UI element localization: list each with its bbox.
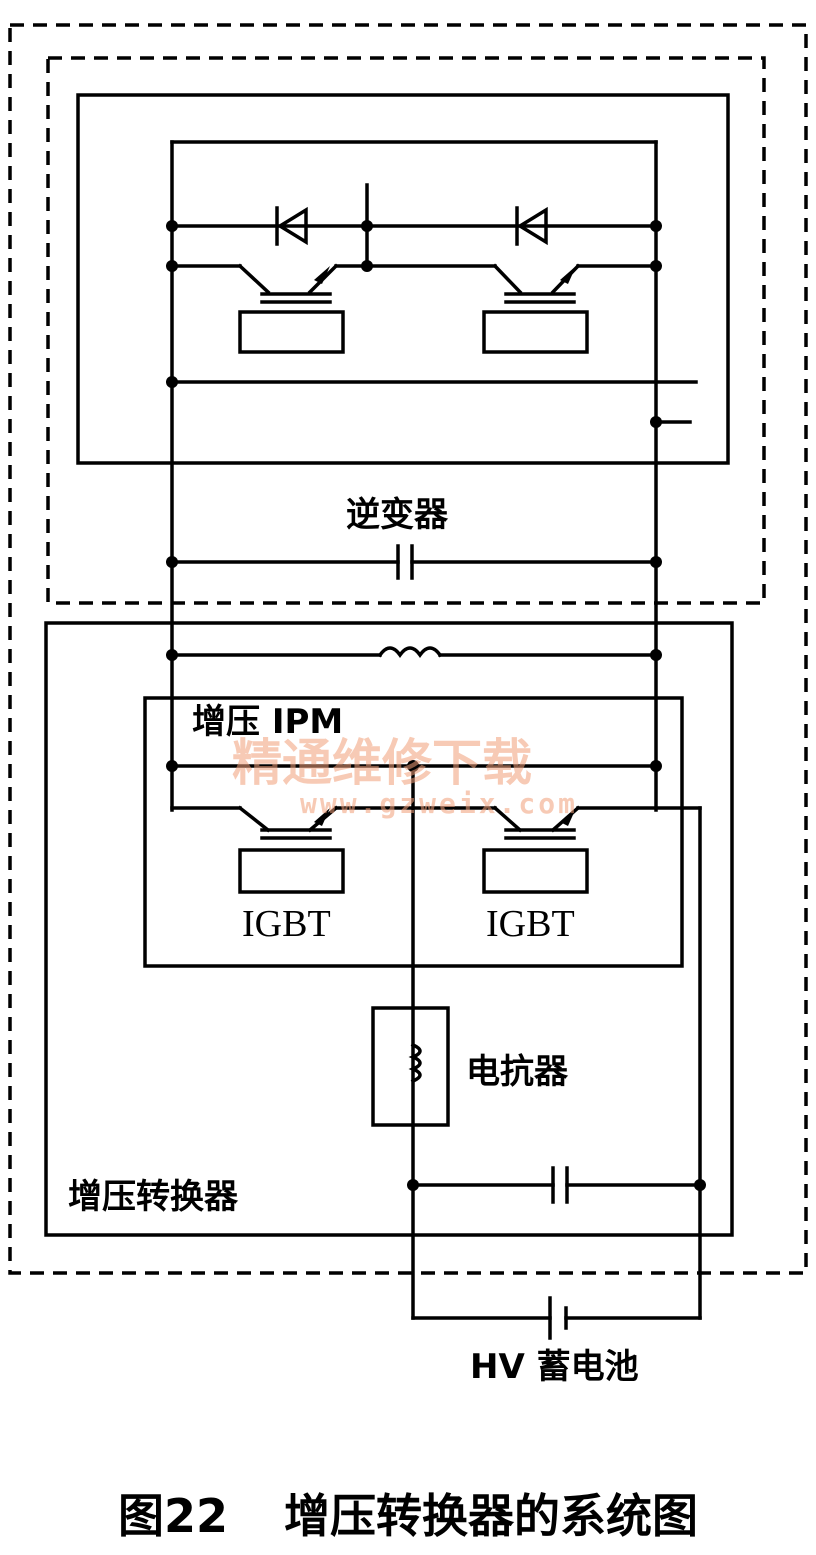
diode-left-icon [275,206,308,246]
igbt-left-label: IGBT [242,903,331,945]
junction-dots [166,220,706,1191]
boost-igbt-left-icon [238,808,345,894]
figure-title: 增压转换器的系统图 [284,1489,698,1543]
watermark-url: www.gzweix.com [300,787,579,820]
inverter-transistor-right-icon [482,266,589,354]
smoothing-capacitor-icon [411,1166,702,1204]
inverter-capacitor-icon [170,544,658,580]
boost-converter-label: 增压转换器 [68,1177,238,1217]
outer-dashed-boundary [8,23,808,1275]
boost-converter-wiring [170,646,702,1320]
figure-number: 图22 [117,1489,228,1543]
boost-ipm-label: 增压 IPM [192,702,344,742]
igbt-right-label: IGBT [486,903,575,945]
inverter-module-box [76,93,730,465]
hv-battery-label: HV 蓄电池 [470,1347,639,1387]
diode-right-icon [515,206,548,246]
boost-converter-box [44,621,734,1237]
hv-battery-icon [411,1296,702,1340]
boost-igbt-right-icon [482,808,589,894]
inverter-transistor-left-icon [238,266,345,354]
watermark-cn: 精通维修下载 [232,734,532,792]
reactor-coil-icon [371,1006,450,1127]
inverter-dashed-boundary [46,56,766,605]
reactor-label: 电抗器 [466,1052,568,1092]
inverter-label: 逆变器 [346,495,448,535]
figure-caption: 图22 增压转换器的系统图 [0,1480,816,1546]
